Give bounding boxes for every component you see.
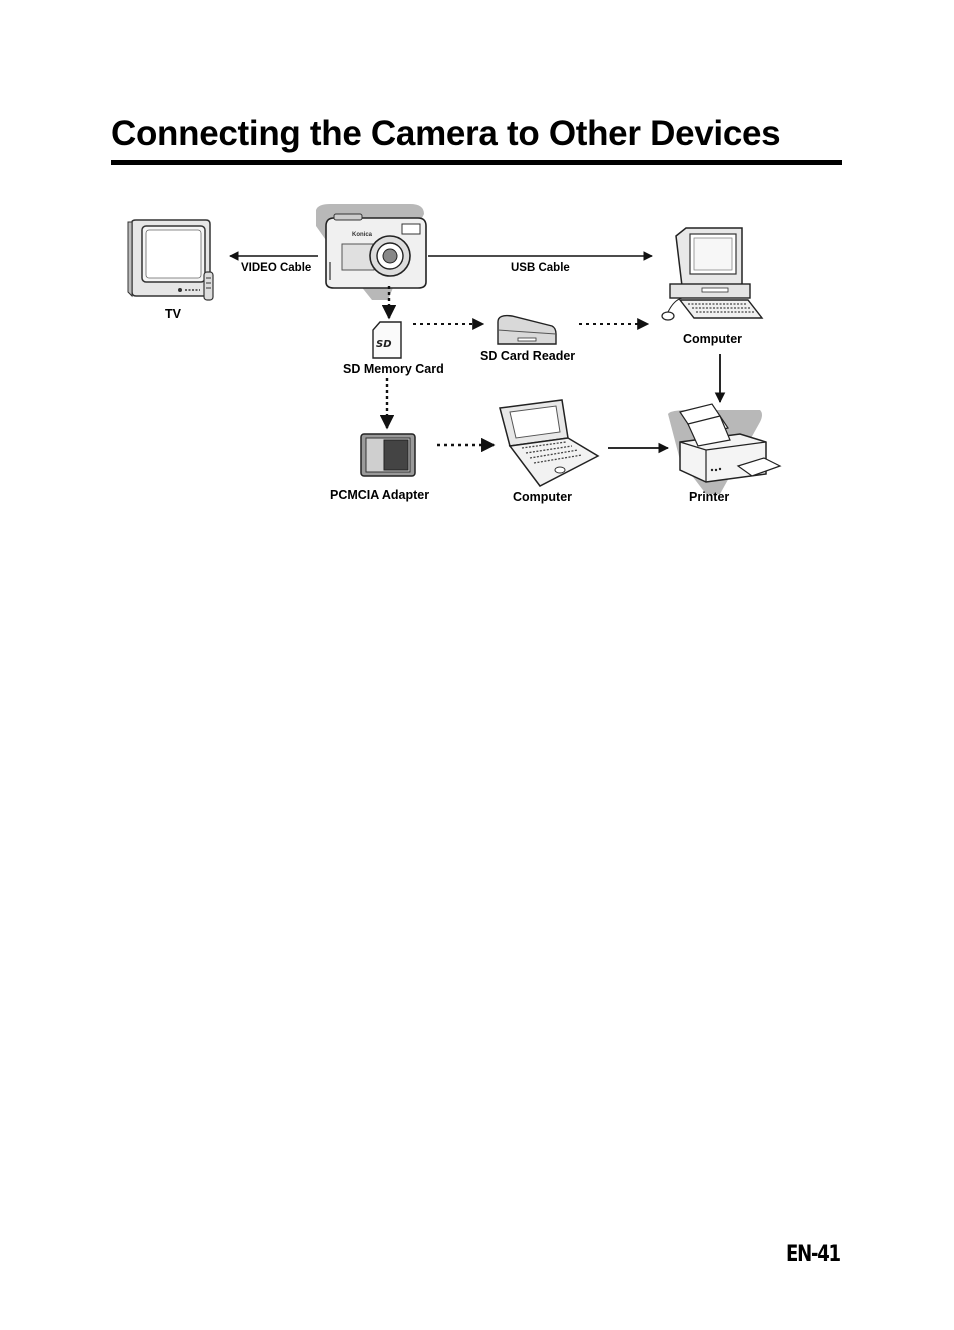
pcmcia-adapter-label: PCMCIA Adapter — [330, 488, 429, 502]
page-number: EN-41 — [786, 1242, 841, 1267]
computer-laptop-label: Computer — [513, 490, 572, 504]
pcmcia-adapter-icon — [360, 433, 416, 477]
printer-icon — [668, 403, 782, 494]
camera-icon: Konica — [316, 204, 427, 300]
title-rule — [111, 160, 842, 165]
usb-cable-label: USB Cable — [511, 262, 570, 274]
printer-label: Printer — [689, 490, 729, 504]
connection-diagram: TV Konica Computer SD SD Memory Card — [127, 204, 782, 504]
sd-memory-card-label: SD Memory Card — [343, 362, 444, 376]
sd-card-reader-label: SD Card Reader — [480, 349, 575, 363]
tv-label: TV — [165, 307, 182, 321]
laptop-icon — [499, 399, 600, 487]
camera-brand: Konica — [352, 232, 373, 238]
computer-desktop-label: Computer — [683, 332, 742, 346]
page-title: Connecting the Camera to Other Devices — [111, 114, 781, 153]
video-cable-label: VIDEO Cable — [241, 262, 311, 274]
desktop-computer-icon — [661, 227, 764, 321]
card-reader-icon — [497, 314, 557, 345]
sd-card-icon: SD — [372, 321, 402, 359]
svg-text:SD: SD — [376, 339, 392, 350]
tv-icon — [127, 219, 214, 301]
